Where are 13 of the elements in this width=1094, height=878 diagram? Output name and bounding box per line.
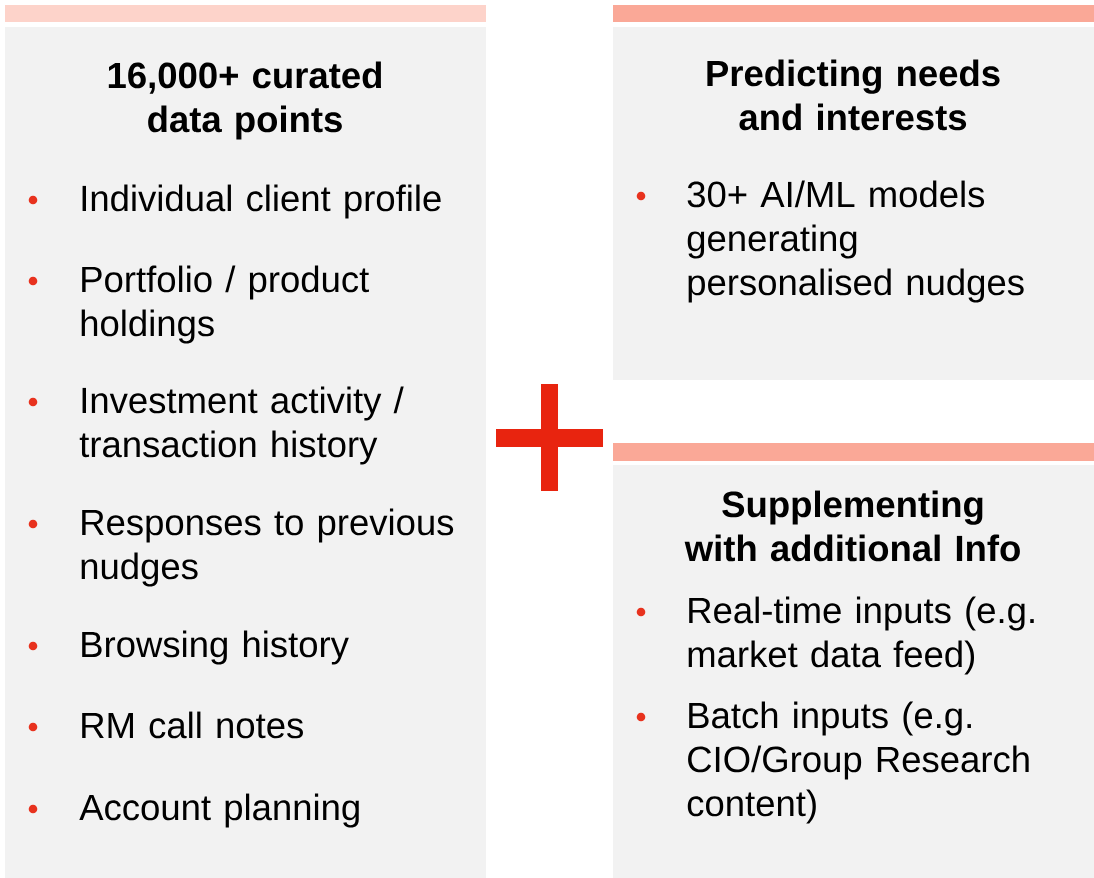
list-item: Real-time inputs (e.g. market data feed)	[688, 596, 1034, 675]
list-item: RM call notes	[82, 711, 303, 739]
list-item: Investment activity / transaction history	[79, 386, 404, 465]
list-item: Portfolio / product holdings	[81, 265, 369, 344]
list-item: 30+ AI/ML models generating personalised nudges	[687, 180, 1024, 303]
list-item: Individual client profile	[82, 184, 441, 219]
list-item: Responses to previous nudges	[81, 508, 454, 587]
panel-heading: Predicting needs and interests	[707, 59, 1000, 131]
panel-heading: Supplementing with additional Info	[684, 490, 1020, 562]
panel-heading: 16,000+ curated data points	[108, 61, 382, 140]
list-item: Browsing history	[82, 630, 349, 665]
list-item: Account planning	[79, 793, 359, 828]
list-item: Batch inputs (e.g. CIO/Group Research content)	[687, 701, 1029, 824]
